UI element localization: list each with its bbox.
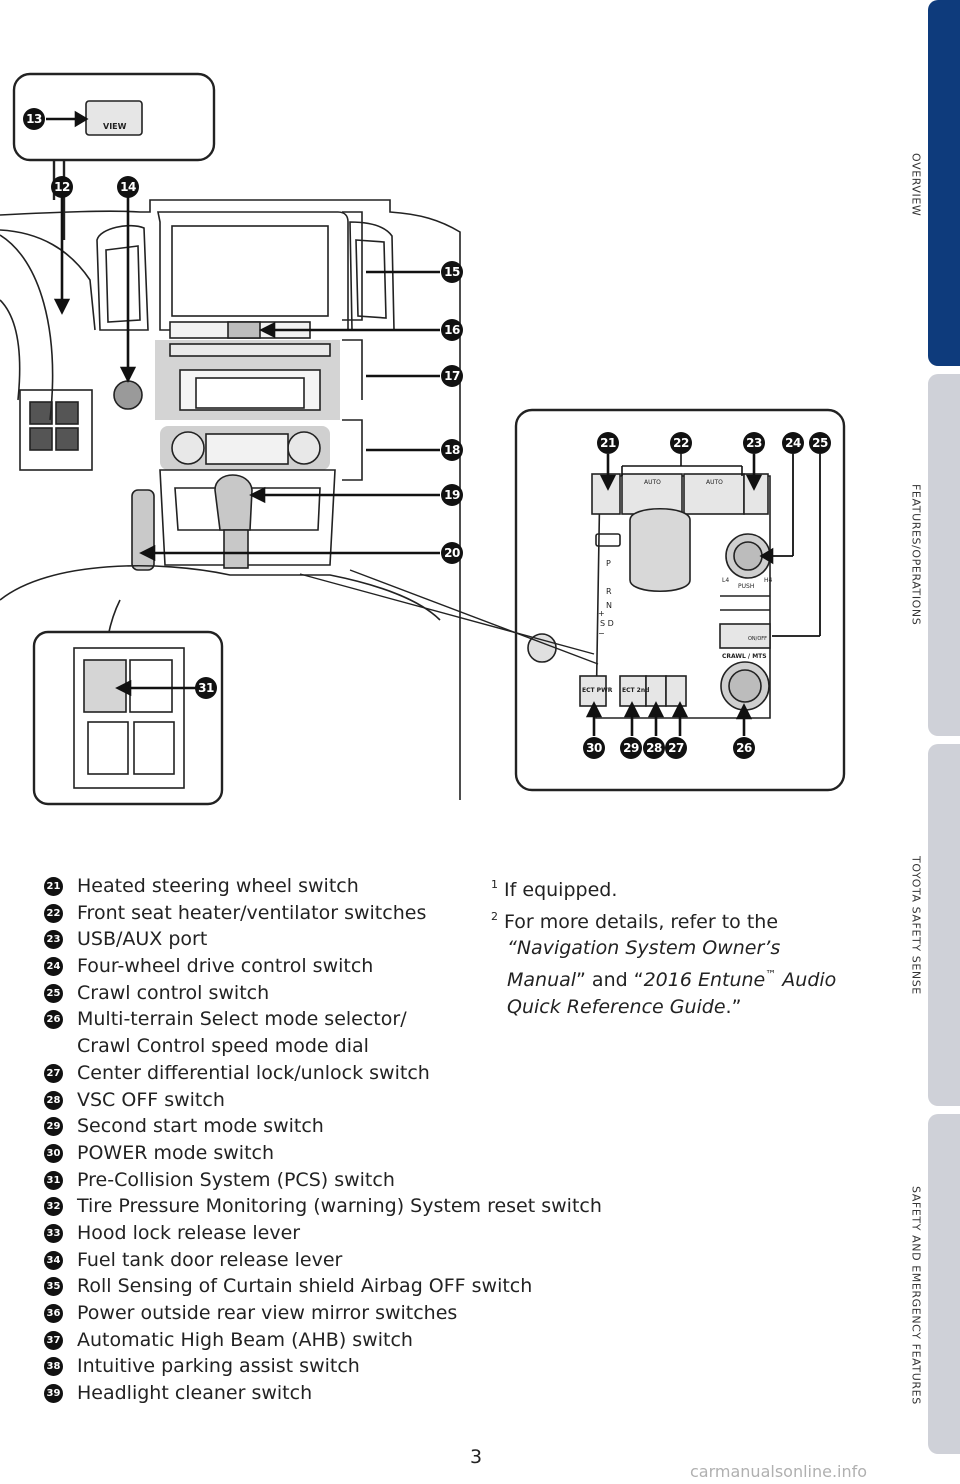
legend-text: Hood lock release lever [77, 1221, 301, 1244]
callout-badge: 13 [23, 108, 45, 130]
legend-number: 35 [44, 1277, 63, 1297]
callout-badge: 20 [441, 542, 463, 564]
legend-number: 39 [44, 1384, 63, 1404]
ect-pwr-label: ECT PWR [582, 687, 613, 694]
push-label: PUSH [738, 583, 754, 590]
legend-text: Crawl Control speed mode dial [77, 1035, 369, 1058]
legend-text: Power outside rear view mirror switches [77, 1302, 458, 1324]
legend-text: Center differential lock/unlock switch [77, 1061, 430, 1084]
callout-badge: 28 [643, 737, 665, 759]
gear-r: R [606, 587, 612, 596]
tab-label-overview: OVERVIEW [909, 153, 923, 217]
legend-number: 37 [44, 1330, 63, 1350]
legend-number: 33 [44, 1223, 63, 1243]
gear-minus: − [598, 629, 605, 638]
tab-overview[interactable] [928, 0, 960, 366]
legend-text: Heated steering wheel switch [77, 875, 359, 897]
legend-number: 23 [44, 930, 63, 950]
legend-text: Second start mode switch [77, 1115, 324, 1138]
view-label: VIEW [103, 122, 127, 131]
crawl-label: CRAWL / MTS [722, 653, 767, 660]
callout-badge: 18 [441, 439, 463, 461]
callout-badge: 24 [782, 432, 804, 454]
legend-number: 26 [44, 1010, 63, 1030]
tab-label-features: FEATURES/OPERATIONS [909, 484, 923, 626]
footnote-2-line2: “Navigation System Owner’s [507, 937, 781, 960]
callout-badge: 14 [117, 176, 139, 198]
legend-text: Automatic High Beam (AHB) switch [77, 1328, 413, 1351]
legend-text: Headlight cleaner switch [77, 1382, 313, 1405]
l4-label: L4 [722, 577, 729, 584]
callout-badge: 16 [441, 319, 463, 341]
dashboard-illustration: VIEW AUTO AUTO P R N S D + − L4 H4 PUSH … [0, 72, 846, 806]
legend-number: 24 [44, 957, 63, 977]
legend-text: Front seat heater/ventilator switches [77, 901, 427, 924]
legend-number: 21 [44, 877, 63, 896]
legend-text: Pre-Collision System (PCS) switch [77, 1168, 395, 1191]
tab-safety-emergency[interactable] [928, 1114, 960, 1454]
footnote-2-line3: Manual” and “2016 Entune™ Audio [507, 968, 837, 992]
legend-text: Multi-terrain Select mode selector/ [77, 1008, 407, 1031]
callout-badge: 15 [441, 261, 463, 283]
tab-label-safety-emergency: SAFETY AND EMERGENCY FEATURES [909, 1185, 923, 1405]
legend-number: 30 [44, 1143, 63, 1163]
tab-toyota-safety-sense[interactable] [928, 744, 960, 1106]
gear-plus: + [598, 609, 605, 618]
callout-badge: 17 [441, 365, 463, 387]
gear-p: P [606, 559, 611, 568]
legend-number: 34 [44, 1250, 63, 1270]
legend-text: Crawl control switch [77, 981, 270, 1004]
legend-number: 22 [44, 903, 63, 923]
callout-badge: 12 [51, 176, 73, 198]
callout-badge: 27 [665, 737, 687, 759]
legend-number: 28 [44, 1090, 63, 1110]
diff-label: ON/OFF [748, 636, 767, 642]
callout-badge: 19 [441, 484, 463, 506]
footnote-2-line4: Quick Reference Guide.” [507, 995, 742, 1018]
legend-text: Fuel tank door release lever [77, 1248, 343, 1271]
legend-number: 25 [44, 983, 63, 1003]
callout-badge: 29 [620, 737, 642, 759]
footnote-2: 2 For more details, refer to the [491, 909, 779, 933]
legend-number: 32 [44, 1197, 63, 1217]
legend-number: 27 [44, 1063, 63, 1083]
legend-text: Four-wheel drive control switch [77, 955, 374, 978]
legend-text: USB/AUX port [77, 928, 208, 951]
legend-text: POWER mode switch [77, 1141, 275, 1164]
legend-number: 38 [44, 1357, 63, 1377]
legend-number: 31 [44, 1170, 63, 1190]
h4-label: H4 [764, 577, 773, 584]
callout-badge: 21 [597, 432, 619, 454]
callout-badge: 26 [733, 737, 755, 759]
callout-badge: 31 [195, 677, 217, 699]
legend-text: Intuitive parking assist switch [77, 1355, 360, 1378]
auto-label-1: AUTO [644, 479, 661, 486]
legend-number: 36 [44, 1304, 63, 1323]
legend-number: 29 [44, 1117, 63, 1137]
watermark: carmanualsonline.info [690, 1462, 868, 1481]
callout-badge: 30 [583, 737, 605, 759]
footnotes: 1 If equipped. 2 For more details, refer… [491, 872, 836, 1021]
callout-badge: 25 [809, 432, 831, 454]
legend-text: Roll Sensing of Curtain shield Airbag OF… [77, 1275, 533, 1298]
ect-2nd-label: ECT 2nd [622, 687, 649, 694]
gear-sd: S D [600, 619, 614, 628]
legend-text: VSC OFF switch [77, 1088, 225, 1111]
tab-label-safety-sense: TOYOTA SAFETY SENSE [909, 855, 923, 995]
gear-n: N [606, 601, 612, 610]
callout-badge: 23 [743, 432, 765, 454]
legend-text: Tire Pressure Monitoring (warning) Syste… [77, 1195, 602, 1218]
tab-features-operations[interactable] [928, 374, 960, 736]
callout-badge: 22 [670, 432, 692, 454]
page-number: 3 [470, 1446, 483, 1468]
auto-label-2: AUTO [706, 479, 723, 486]
footnote-1: 1 If equipped. [491, 878, 618, 901]
